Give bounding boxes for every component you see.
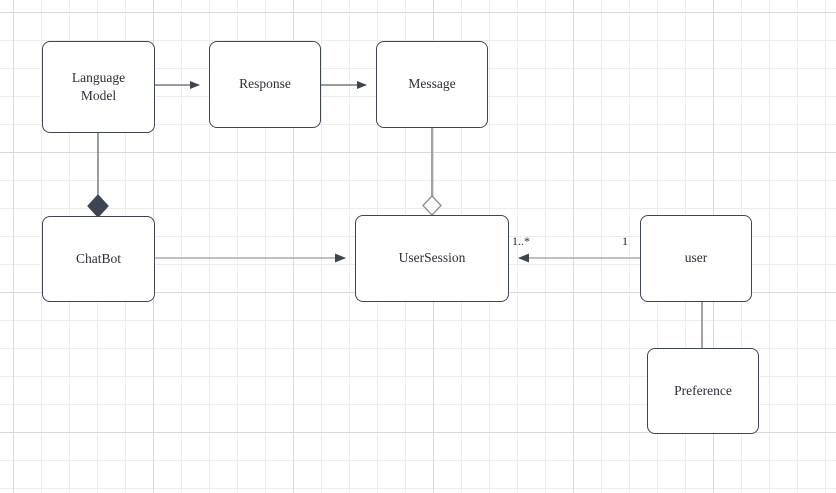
node-label: UserSession — [398, 250, 466, 266]
hollow-diamond-marker — [422, 195, 442, 216]
node-chatbot[interactable]: ChatBot — [42, 216, 155, 302]
node-label: Preference — [674, 382, 732, 398]
node-message[interactable]: Message — [376, 41, 488, 128]
node-usersession[interactable]: UserSession — [355, 215, 509, 302]
edge-message-to-usersession — [422, 128, 442, 216]
multiplicity-label-usersession: 1..* — [512, 234, 530, 248]
node-label: ChatBot — [75, 250, 121, 266]
node-response[interactable]: Response — [209, 41, 321, 128]
node-language-model[interactable]: Language Model — [42, 41, 155, 133]
node-preference[interactable]: Preference — [647, 348, 759, 434]
edge-language-model-to-chatbot — [87, 133, 109, 218]
filled-diamond-marker — [87, 194, 109, 218]
node-user[interactable]: user — [640, 215, 752, 302]
node-label: Language Model — [71, 69, 126, 103]
node-label: Message — [408, 76, 456, 92]
node-label: user — [684, 250, 708, 266]
multiplicity-label-user: 1 — [622, 234, 628, 248]
node-label: Response — [239, 76, 291, 92]
